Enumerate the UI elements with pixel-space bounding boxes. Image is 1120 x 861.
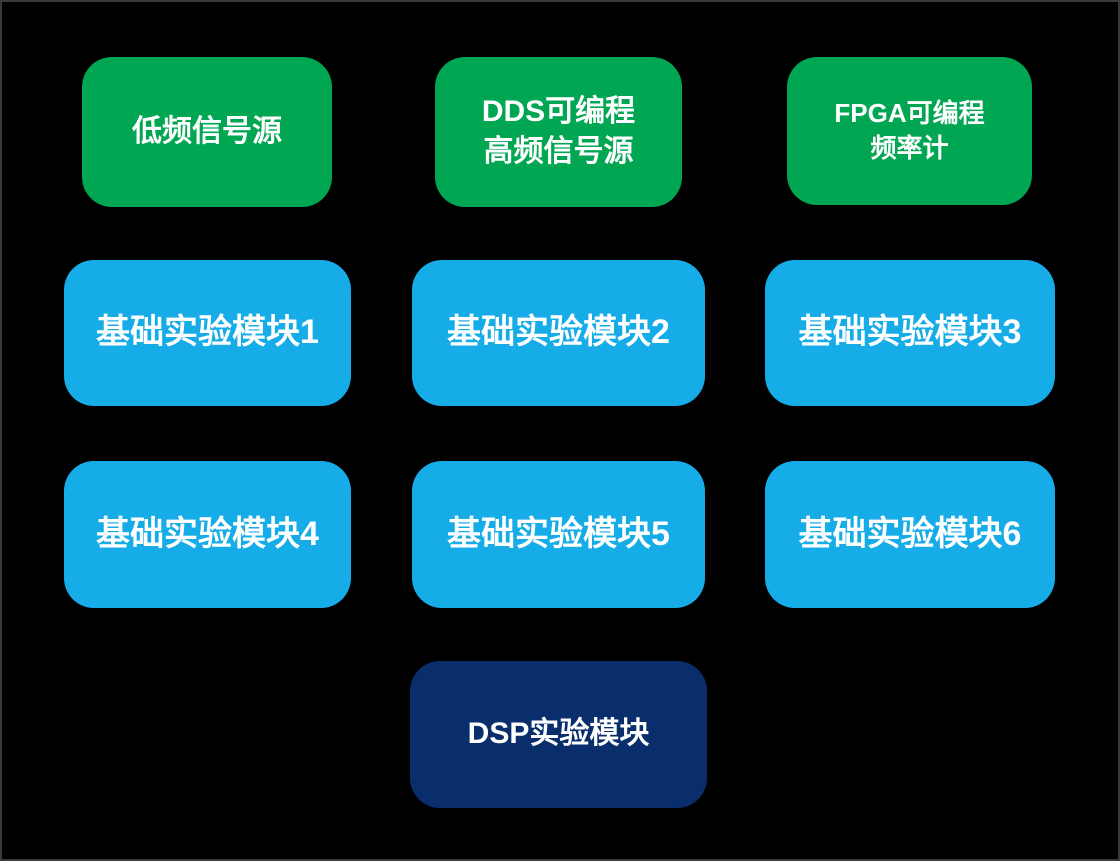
node-basic-experiment-module-5: 基础实验模块5 <box>412 461 705 608</box>
node-label: 基础实验模块2 <box>447 313 670 352</box>
node-label-line1: DDS可编程 <box>481 94 636 128</box>
node-label-line2: 高频信号源 <box>483 135 634 168</box>
node-fpga-programmable-frequency-counter: FPGA可编程 频率计 <box>787 57 1032 205</box>
node-label-line2: 频率计 <box>870 133 949 163</box>
node-dds-programmable-hf-signal-source: DDS可编程 高频信号源 <box>435 57 682 207</box>
node-label: 基础实验模块3 <box>798 313 1022 352</box>
node-label: 基础实验模块1 <box>96 313 319 352</box>
node-basic-experiment-module-1: 基础实验模块1 <box>64 260 351 406</box>
node-label: 基础实验模块4 <box>96 514 319 553</box>
node-dsp-experiment-module: DSP实验模块 <box>410 661 707 808</box>
node-basic-experiment-module-6: 基础实验模块6 <box>765 461 1055 608</box>
node-label-line1: FPGA可编程 <box>834 97 985 128</box>
node-basic-experiment-module-3: 基础实验模块3 <box>765 260 1055 406</box>
node-label: 低频信号源 <box>132 114 282 148</box>
node-label: 基础实验模块5 <box>447 514 670 553</box>
node-low-frequency-signal-source: 低频信号源 <box>82 57 332 207</box>
node-basic-experiment-module-2: 基础实验模块2 <box>412 260 705 406</box>
node-basic-experiment-module-4: 基础实验模块4 <box>64 461 351 608</box>
node-label: 基础实验模块6 <box>798 514 1022 553</box>
node-label: DSP实验模块 <box>467 717 650 751</box>
